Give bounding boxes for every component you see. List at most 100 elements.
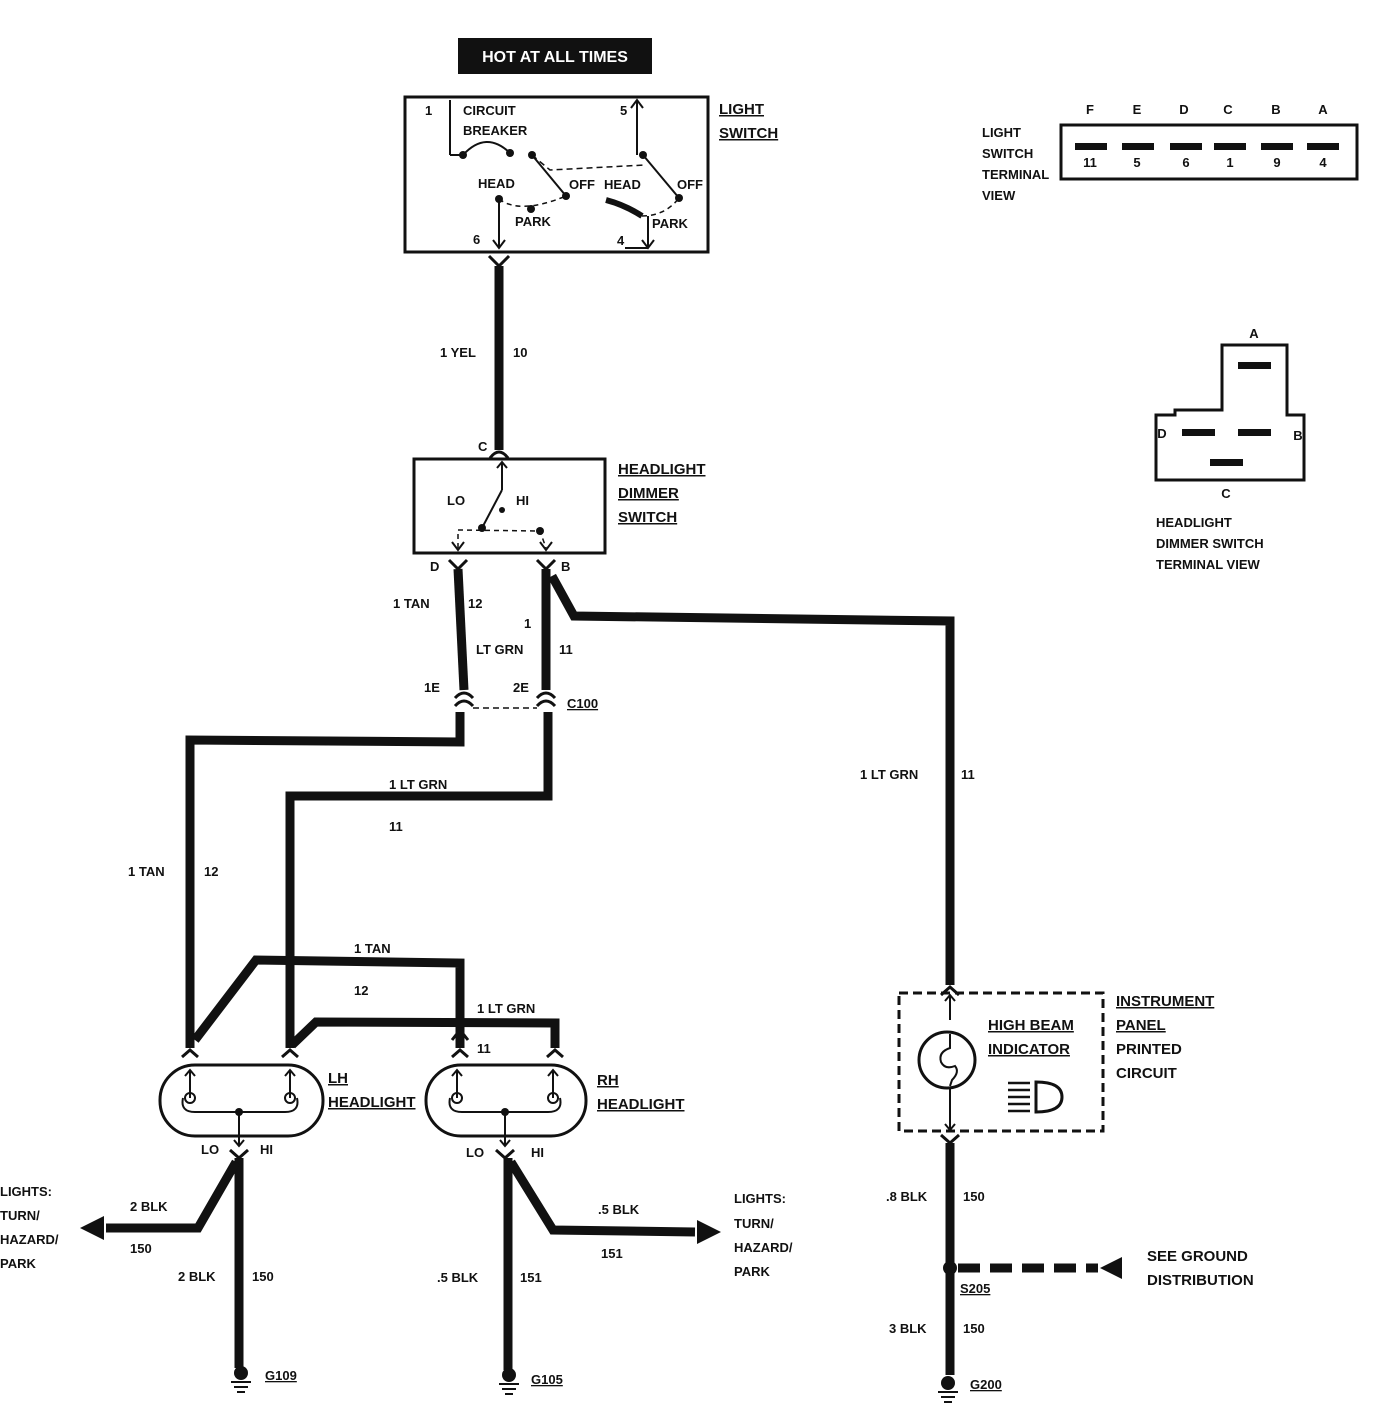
ls-head-left: HEAD (478, 176, 515, 191)
hbi-title-1: HIGH BEAM (988, 1017, 1074, 1034)
wire-ltgrn-lower-size: 1 LT GRN (477, 1001, 535, 1016)
ip-title-1: INSTRUMENT (1116, 993, 1214, 1010)
dimmer-term-b: B (561, 559, 570, 574)
lh-headlight: LO HI LH HEADLIGHT (158, 1048, 416, 1157)
rh-lights-arrow-icon (697, 1220, 721, 1244)
lh-lights-ref-4: PARK (0, 1256, 36, 1271)
wire-blk-lh-down-circuit: 150 (252, 1269, 274, 1284)
dimmer-switch-terminal-view: A B C D HEADLIGHT DIMMER SWITCH TERMINAL… (1154, 326, 1306, 572)
wire-ltgrn-right-circuit: 11 (961, 767, 975, 782)
lh-lights-ref-2: TURN/ (0, 1208, 40, 1223)
dimmer-term-c: C (478, 439, 488, 454)
ls-tv-label-3: TERMINAL (982, 167, 1049, 182)
wire-ltgrn-top-size-2: LT GRN (476, 642, 523, 657)
harness-wires: 1 LT GRN 11 1 TAN 12 1 TAN 12 1 LT GRN 1… (128, 712, 560, 1056)
ls-tv-circuit-b: 9 (1273, 155, 1280, 170)
wire-blk-lh-side-circuit: 150 (130, 1241, 152, 1256)
ls-tv-circuit-d: 6 (1182, 155, 1189, 170)
c100-pin-1e: 1E (424, 680, 440, 695)
dtv-pin-c: C (1221, 486, 1231, 501)
ls-off-left: OFF (569, 177, 595, 192)
lh-lights-arrow-icon (80, 1216, 104, 1240)
wire-ltgrn-mid-size: 1 LT GRN (389, 777, 447, 792)
ls-tv-circuit-e: 5 (1133, 155, 1140, 170)
wire-tan-left-circuit: 12 (204, 864, 218, 879)
lh-lights-ref-3: HAZARD/ (0, 1232, 59, 1247)
ip-title-2: PANEL (1116, 1017, 1166, 1034)
wire-blk-rh-down-size: .5 BLK (437, 1270, 479, 1285)
ground-ref-2: DISTRIBUTION (1147, 1272, 1254, 1289)
ls-head-right: HEAD (604, 177, 641, 192)
wire-yel-size: 1 YEL (440, 345, 476, 360)
ls-tv-circuit-a: 4 (1319, 155, 1327, 170)
dtv-label-2: DIMMER SWITCH (1156, 536, 1264, 551)
ground-g109-label: G109 (265, 1368, 297, 1383)
ground-g200-icon (938, 1376, 958, 1403)
dtv-pin-a: A (1249, 326, 1259, 341)
ground-ref-1: SEE GROUND (1147, 1248, 1248, 1265)
rh-lights-ref-1: LIGHTS: (734, 1191, 786, 1206)
c100-connector: 1E 2E C100 (424, 680, 598, 711)
dimmer-term-d: D (430, 559, 439, 574)
rh-lights-ref-2: TURN/ (734, 1216, 774, 1231)
ls-circuit-breaker-1: CIRCUIT (463, 103, 516, 118)
ls-term-4: 4 (617, 233, 625, 248)
dimmer-title-3: SWITCH (618, 509, 677, 526)
c100-name: C100 (567, 696, 598, 711)
ls-tv-letter-d: D (1179, 102, 1188, 117)
wire-blk-ip-size: .8 BLK (886, 1189, 928, 1204)
ls-tv-letter-c: C (1223, 102, 1233, 117)
ls-park-left: PARK (515, 214, 551, 229)
wire-blk-s205-circuit: 150 (963, 1321, 985, 1336)
wire-ltgrn-top-size-1: 1 (524, 616, 531, 631)
ls-tv-label-1: LIGHT (982, 125, 1021, 140)
lh-ground-circuit: 2 BLK 150 2 BLK 150 LIGHTS: TURN/ HAZARD… (0, 1148, 297, 1393)
wire-1-yel: 1 YEL 10 (440, 254, 527, 459)
headlight-dimmer-switch: C LO HI D B HEADLIGHT DIMMER SWITCH (412, 439, 706, 574)
splice-s205-dot (943, 1261, 957, 1275)
rh-lights-ref-3: HAZARD/ (734, 1240, 793, 1255)
lh-lights-ref-1: LIGHTS: (0, 1184, 52, 1199)
ip-title-3: PRINTED (1116, 1041, 1182, 1058)
dimmer-output-wires: 1 TAN 12 1 LT GRN 11 1 LT GRN 11 (393, 558, 975, 985)
ls-circuit-breaker-2: BREAKER (463, 123, 528, 138)
dimmer-title-1: HEADLIGHT (618, 461, 706, 478)
wire-blk-rh-side-circuit: 151 (601, 1246, 623, 1261)
lh-title-2: HEADLIGHT (328, 1094, 416, 1111)
rh-lights-ref-4: PARK (734, 1264, 770, 1279)
wire-tan-top-circuit: 12 (468, 596, 482, 611)
c100-pin-2e: 2E (513, 680, 529, 695)
dtv-label-1: HEADLIGHT (1156, 515, 1232, 530)
ls-tv-label-4: VIEW (982, 188, 1016, 203)
ls-tv-letter-a: A (1318, 102, 1328, 117)
ls-tv-letter-b: B (1271, 102, 1280, 117)
wire-tan-lower-circuit: 12 (354, 983, 368, 998)
ls-tv-letter-e: E (1133, 102, 1142, 117)
ground-g200-label: G200 (970, 1377, 1002, 1392)
dtv-pin-d: D (1157, 426, 1166, 441)
wire-blk-s205-size: 3 BLK (889, 1321, 927, 1336)
wire-ltgrn-lower-circuit: 11 (477, 1041, 491, 1056)
lh-title-1: LH (328, 1070, 348, 1087)
rh-title-1: RH (597, 1072, 619, 1089)
wire-ltgrn-mid-circuit: 11 (389, 819, 403, 834)
wire-tan-left-size: 1 TAN (128, 864, 165, 879)
rh-lo: LO (466, 1145, 484, 1160)
ground-g105-label: G105 (531, 1372, 563, 1387)
wire-tan-lower-size: 1 TAN (354, 941, 391, 956)
ls-title-1: LIGHT (719, 101, 764, 118)
ground-g109-icon (231, 1366, 251, 1393)
ls-off-right: OFF (677, 177, 703, 192)
wire-blk-ip-circuit: 150 (963, 1189, 985, 1204)
wire-tan-top-size: 1 TAN (393, 596, 430, 611)
lh-hi: HI (260, 1142, 273, 1157)
banner-text: HOT AT ALL TIMES (482, 49, 628, 66)
ip-title-4: CIRCUIT (1116, 1065, 1177, 1082)
ls-term-5: 5 (620, 103, 627, 118)
rh-headlight: LO HI RH HEADLIGHT (424, 1027, 685, 1160)
hot-at-all-times-banner: HOT AT ALL TIMES (458, 38, 652, 74)
wire-blk-rh-side-size: .5 BLK (598, 1202, 640, 1217)
ls-tv-circuit-c: 1 (1226, 155, 1233, 170)
wire-yel-circuit: 10 (513, 345, 527, 360)
